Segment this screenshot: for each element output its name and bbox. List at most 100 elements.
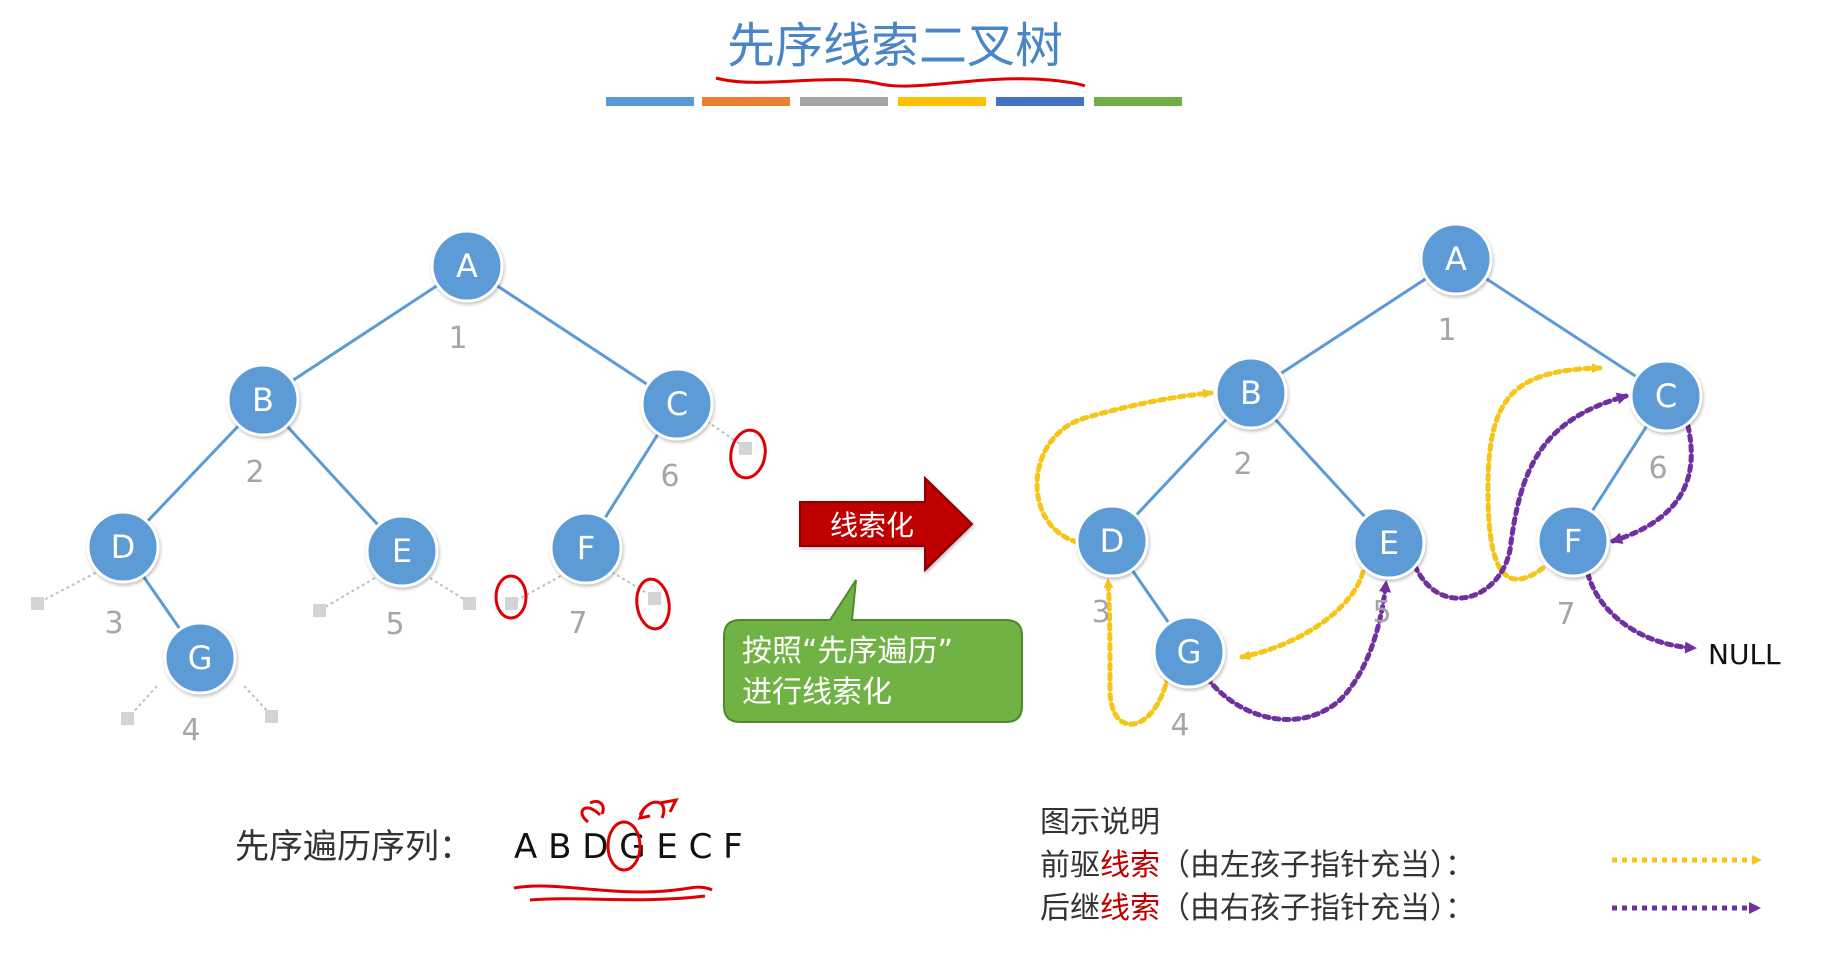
legend-succ-prefix: 后继 [1040, 891, 1100, 926]
left-edge-a-c [466, 264, 678, 406]
null-stub-box [313, 604, 326, 617]
left-order-label: 5 [385, 607, 404, 642]
left-order-label: 1 [448, 321, 467, 356]
left-node-b: B [226, 363, 300, 437]
title-bar-3 [800, 97, 888, 106]
null-stub-line [511, 572, 567, 604]
legend-pred-prefix: 前驱 [1040, 848, 1100, 883]
right-node-b: B [1214, 356, 1288, 430]
right-node-d: D [1075, 504, 1149, 578]
left-node-circle [86, 510, 160, 584]
callout-box: 按照“先序遍历” 进行线索化 [723, 579, 1023, 723]
null-stub-line [127, 685, 158, 719]
right-node-a: A [1419, 222, 1493, 296]
left-order-label: 3 [104, 606, 123, 641]
left-node-label: C [666, 385, 688, 423]
null-stub-line [701, 417, 747, 449]
left-node-d: D [86, 510, 160, 584]
null-stub-box [31, 597, 44, 610]
right-node-circle [1152, 615, 1226, 689]
right-node-label: F [1564, 522, 1582, 560]
left-order-label: 4 [181, 713, 200, 748]
null-pointer-stubs [31, 417, 752, 725]
left-node-circle [365, 514, 439, 588]
thread-succ-g-to-e [1204, 580, 1391, 722]
sequence-label: 先序遍历序列： [235, 827, 473, 867]
right-node-label: G [1177, 633, 1202, 671]
thread-succ-f-to-null [1585, 571, 1697, 654]
left-edge-a-b [262, 264, 468, 402]
left-node-circle [549, 511, 623, 585]
title-bar-1 [606, 97, 694, 106]
left-node-c: C [640, 367, 714, 441]
right-node-circle [1075, 504, 1149, 578]
right-node-label: C [1655, 377, 1677, 415]
null-stub-line [243, 685, 273, 717]
left-node-g: G [163, 621, 237, 695]
right-edge-a-b [1250, 257, 1457, 395]
traversal-sequence: 先序遍历序列： A B D G E C F [235, 797, 743, 902]
left-node-circle [226, 363, 300, 437]
right-node-c: C [1629, 359, 1703, 433]
legend: 图示说明 前驱线索（由左孩子指针充当）： 后继线索（由右孩子指针充当）： [1040, 805, 1762, 926]
left-node-label: A [456, 247, 478, 285]
right-order-label: 3 [1091, 595, 1110, 630]
right-order-label: 2 [1233, 447, 1252, 482]
right-node-label: E [1379, 524, 1399, 562]
left-order-label: 2 [245, 455, 264, 490]
legend-pred-highlight: 线索 [1100, 848, 1160, 883]
legend-pred-suffix: （由左孩子指针充当）： [1160, 848, 1475, 883]
title-color-bars [606, 97, 1182, 106]
thread-succ-e-to-f [1412, 392, 1629, 601]
sequence-annotations [513, 797, 713, 902]
left-order-label: 7 [568, 606, 587, 641]
right-order-label: 6 [1648, 451, 1667, 486]
empty-pointer-annotations [494, 428, 767, 631]
null-stub-box [463, 597, 476, 610]
legend-title: 图示说明 [1040, 805, 1160, 840]
left-node-circle [163, 621, 237, 695]
right-order-label: 1 [1437, 313, 1456, 348]
null-stub-box [739, 442, 752, 455]
left-node-label: B [252, 381, 274, 419]
null-stub-line [319, 574, 381, 611]
null-stub-line [429, 577, 471, 604]
title-bar-4 [898, 97, 986, 106]
null-stub-box [265, 710, 278, 723]
thread-pred-f-to-c [1485, 363, 1603, 582]
callout-line-2: 进行线索化 [742, 675, 892, 710]
left-node-f: F [549, 511, 623, 585]
sequence-value: A B D G E C F [514, 827, 743, 867]
null-stub-box [648, 592, 661, 605]
right-node-label: A [1445, 240, 1467, 278]
title-bar-6 [1094, 97, 1182, 106]
left-node-circle [640, 367, 714, 441]
callout-line-1: 按照“先序遍历” [742, 634, 953, 669]
thread-succ-c-to-f [1610, 423, 1694, 545]
right-node-e: E [1352, 506, 1426, 580]
page-title: 先序线索二叉树 [727, 18, 1063, 74]
title-bar-5 [996, 97, 1084, 106]
legend-pred: 前驱线索（由左孩子指针充当）： [1040, 848, 1475, 883]
legend-succ: 后继线索（由右孩子指针充当）： [1040, 891, 1475, 926]
threadify-arrow: 线索化 [799, 475, 974, 573]
null-label: NULL [1708, 638, 1781, 671]
legend-succ-suffix: （由右孩子指针充当）： [1160, 891, 1475, 926]
null-stub-line [37, 569, 102, 604]
left-node-a: A [430, 229, 504, 303]
left-node-label: G [188, 639, 213, 677]
right-order-label: 7 [1556, 597, 1575, 632]
right-node-circle [1419, 222, 1493, 296]
null-stub-box [121, 712, 134, 725]
right-node-label: D [1100, 522, 1125, 560]
right-node-circle [1214, 356, 1288, 430]
left-order-label: 6 [660, 459, 679, 494]
left-node-circle [430, 229, 504, 303]
right-order-label: 5 [1372, 595, 1391, 630]
thread-pred-g-to-d [1103, 577, 1171, 727]
legend-succ-highlight: 线索 [1100, 891, 1160, 926]
